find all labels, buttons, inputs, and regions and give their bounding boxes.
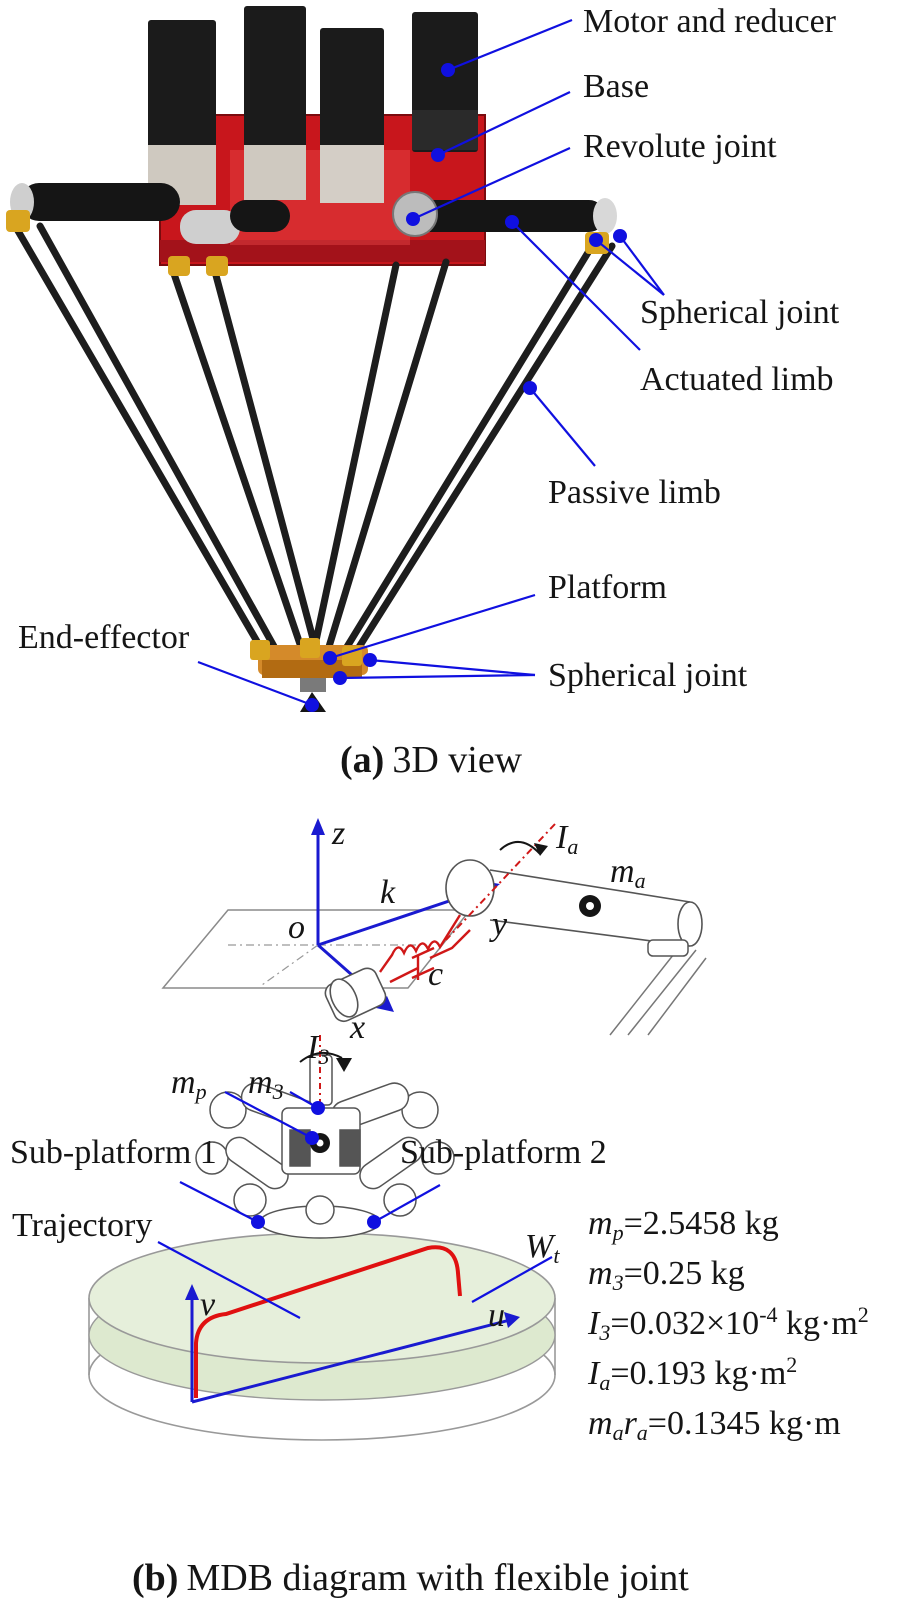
symbol-o: o (288, 909, 305, 946)
motor-1 (148, 20, 216, 160)
trajectory-path (194, 1245, 462, 1398)
label-spherical-joint-top: Spherical joint (640, 294, 840, 331)
symbol-wt: Wt (525, 1228, 560, 1268)
spherical-joints-top (6, 210, 609, 276)
caption-a-text: 3D view (392, 739, 522, 781)
label-spherical-joint-bottom: Spherical joint (548, 657, 748, 694)
motor-3 (320, 28, 384, 158)
label-passive-limb: Passive limb (548, 474, 721, 511)
passive-limbs (10, 220, 616, 659)
label-revolute-joint: Revolute joint (583, 128, 777, 165)
axis-u (191, 1318, 511, 1404)
symbol-u: u (488, 1297, 505, 1334)
param-mp: mp=2.5458 kg (588, 1205, 779, 1245)
damper-c (389, 929, 471, 984)
spring-k (379, 914, 462, 973)
label-motor-reducer: Motor and reducer (583, 3, 837, 40)
symbol-ia: Ia (555, 819, 578, 859)
symbol-mp: mp (171, 1064, 207, 1104)
label-trajectory: Trajectory (12, 1207, 152, 1244)
symbol-k: k (380, 874, 396, 911)
flexible-joint-sketch: z o k c x y Ia ma (161, 815, 707, 1046)
symbol-z: z (331, 815, 345, 852)
symbol-x: x (349, 1009, 365, 1046)
caption-b: (b)MDB diagram with flexible joint (132, 1557, 689, 1599)
symbol-v: v (200, 1286, 216, 1323)
param-m3: m3=0.25 kg (588, 1255, 745, 1295)
symbol-c: c (428, 956, 443, 993)
workspace-cylinder (88, 1232, 556, 1441)
label-base: Base (583, 68, 649, 105)
label-platform: Platform (548, 569, 667, 606)
caption-a-letter: (a) (340, 739, 384, 781)
param-i3: I3=0.032×10-4 kg·m2 (587, 1302, 869, 1345)
pointers-a (197, 18, 665, 712)
label-sub-platform-2: Sub-platform 2 (400, 1134, 607, 1171)
param-ia: Ia=0.193 kg·m2 (587, 1352, 797, 1395)
label-actuated-limb: Actuated limb (640, 361, 834, 398)
symbol-i3: I3 (306, 1029, 329, 1069)
caption-a: (a)3D view (340, 739, 523, 781)
symbol-y: y (489, 906, 508, 943)
motor-2 (244, 6, 306, 156)
robot-3d-view: Motor and reducer Base Revolute joint Sp… (6, 3, 840, 781)
label-sub-platform-1: Sub-platform 1 (10, 1134, 217, 1171)
caption-b-text: MDB diagram with flexible joint (186, 1557, 689, 1599)
symbol-m3: m3 (248, 1064, 284, 1104)
symbol-ma: ma (610, 853, 646, 893)
mdb-diagram: mp m3 I3 Sub-platform 1 Sub-platform 2 T… (10, 1029, 869, 1599)
label-end-effector: End-effector (18, 619, 190, 656)
parameter-list: mp=2.5458 kg m3=0.25 kg I3=0.032×10-4 kg… (587, 1205, 869, 1445)
motor-group (148, 6, 478, 205)
param-mara: mara=0.1345 kg·m (588, 1405, 841, 1445)
pointers-b (157, 1091, 553, 1319)
caption-b-letter: (b) (132, 1557, 178, 1599)
